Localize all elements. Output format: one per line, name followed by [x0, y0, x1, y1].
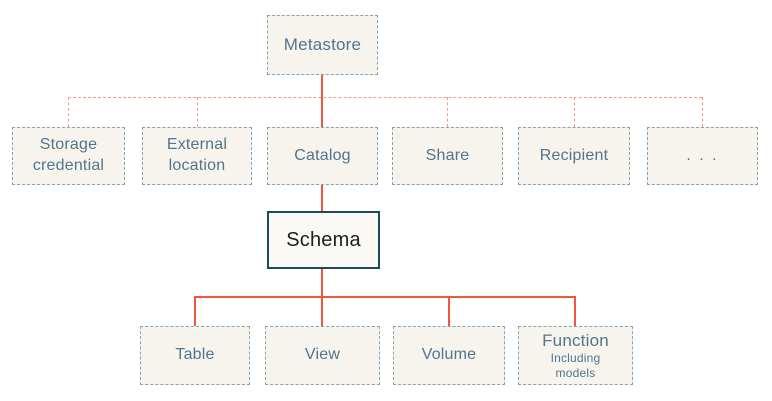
node-volume-label: Volume	[421, 346, 477, 364]
node-table-label: Table	[175, 346, 215, 364]
node-recipient-label: Recipient	[539, 146, 609, 164]
node-function-label: Function	[542, 330, 609, 350]
node-share: Share	[392, 127, 503, 185]
node-schema: Schema	[267, 211, 380, 269]
connector-metastore-catalog	[321, 75, 323, 127]
node-storage-credential-label: Storage credential	[32, 136, 105, 174]
connector-to-table	[194, 296, 196, 326]
node-ellipsis-label: . . .	[686, 146, 719, 164]
connector-to-volume	[448, 296, 450, 326]
node-schema-label: Schema	[286, 229, 361, 251]
node-function: Function Including models	[518, 326, 633, 385]
node-volume: Volume	[393, 326, 505, 385]
connector-to-storage-credential	[68, 97, 69, 127]
node-metastore: Metastore	[267, 15, 378, 75]
connector-metastore-children-bus	[68, 97, 702, 98]
node-share-label: Share	[425, 146, 470, 164]
node-table: Table	[140, 326, 250, 385]
connector-catalog-schema	[321, 185, 323, 211]
connector-to-recipient	[574, 97, 575, 127]
node-external-location-label: External location	[166, 136, 228, 174]
node-ellipsis: . . .	[647, 127, 758, 185]
node-catalog: Catalog	[267, 127, 378, 185]
connector-to-function	[574, 296, 576, 326]
node-view: View	[265, 326, 380, 385]
connector-schema-stem	[321, 269, 323, 297]
node-recipient: Recipient	[518, 127, 630, 185]
connector-to-external-location	[197, 97, 198, 127]
node-catalog-label: Catalog	[294, 146, 351, 164]
connector-to-ellipsis	[702, 97, 703, 127]
node-storage-credential: Storage credential	[12, 127, 125, 185]
node-external-location: External location	[142, 127, 252, 185]
connector-to-view	[321, 296, 323, 326]
node-function-sublabel: Including models	[550, 351, 601, 380]
connector-to-share	[447, 97, 448, 127]
node-metastore-label: Metastore	[283, 34, 362, 54]
connector-schema-children-bus	[194, 296, 576, 298]
node-view-label: View	[304, 346, 341, 364]
